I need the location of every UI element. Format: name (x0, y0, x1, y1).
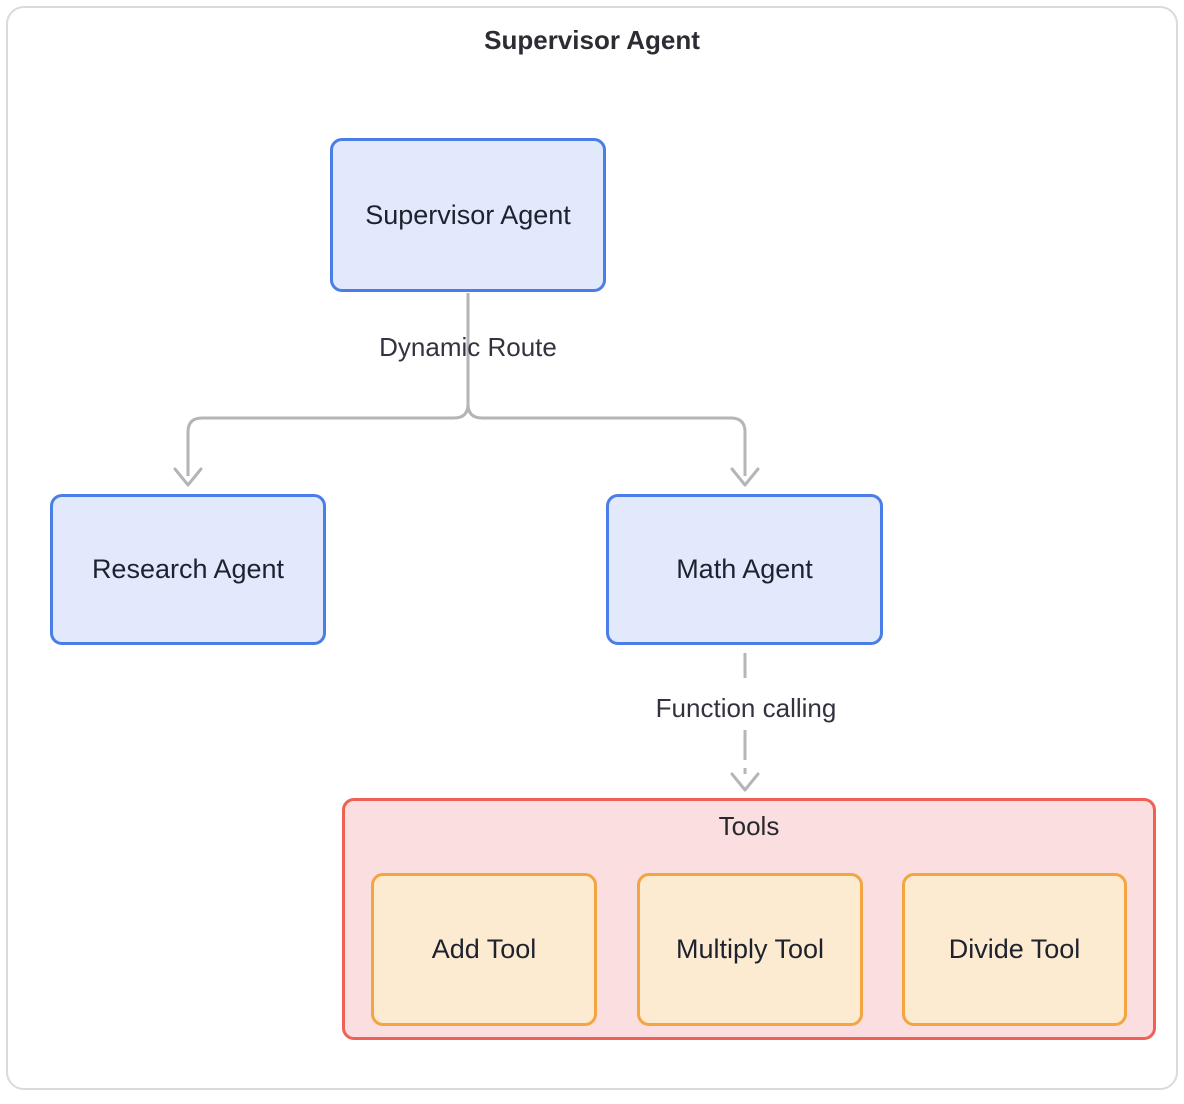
arrowhead-down-icon (730, 467, 760, 487)
node-add-tool-label: Add Tool (431, 934, 537, 964)
diagram-title: Supervisor Agent (484, 25, 700, 55)
edge-label-function-calling: Function calling (655, 693, 837, 723)
edge-supervisor-to-research (186, 293, 470, 476)
node-research-agent-label: Research Agent (91, 554, 285, 584)
node-math-agent: Math Agent (606, 494, 883, 645)
node-divide-tool: Divide Tool (902, 873, 1127, 1026)
diagram-panel: Supervisor Agent Supervisor Agent Resear… (6, 6, 1178, 1090)
arrowhead-down-icon (173, 467, 203, 487)
node-multiply-tool-label: Multiply Tool (675, 934, 825, 964)
node-supervisor-agent: Supervisor Agent (330, 138, 606, 292)
tools-group-label: Tools (718, 811, 780, 841)
node-add-tool: Add Tool (371, 873, 597, 1026)
node-math-agent-label: Math Agent (676, 554, 813, 584)
node-research-agent: Research Agent (50, 494, 326, 645)
edge-label-dynamic-route: Dynamic Route (379, 332, 557, 362)
node-multiply-tool: Multiply Tool (637, 873, 863, 1026)
node-divide-tool-label: Divide Tool (948, 934, 1081, 964)
node-supervisor-agent-label: Supervisor Agent (365, 199, 571, 230)
arrowhead-down-icon (730, 772, 760, 792)
edge-supervisor-to-math (466, 293, 747, 476)
tools-group: Tools Add Tool Multiply Tool Divide Tool (342, 798, 1156, 1040)
